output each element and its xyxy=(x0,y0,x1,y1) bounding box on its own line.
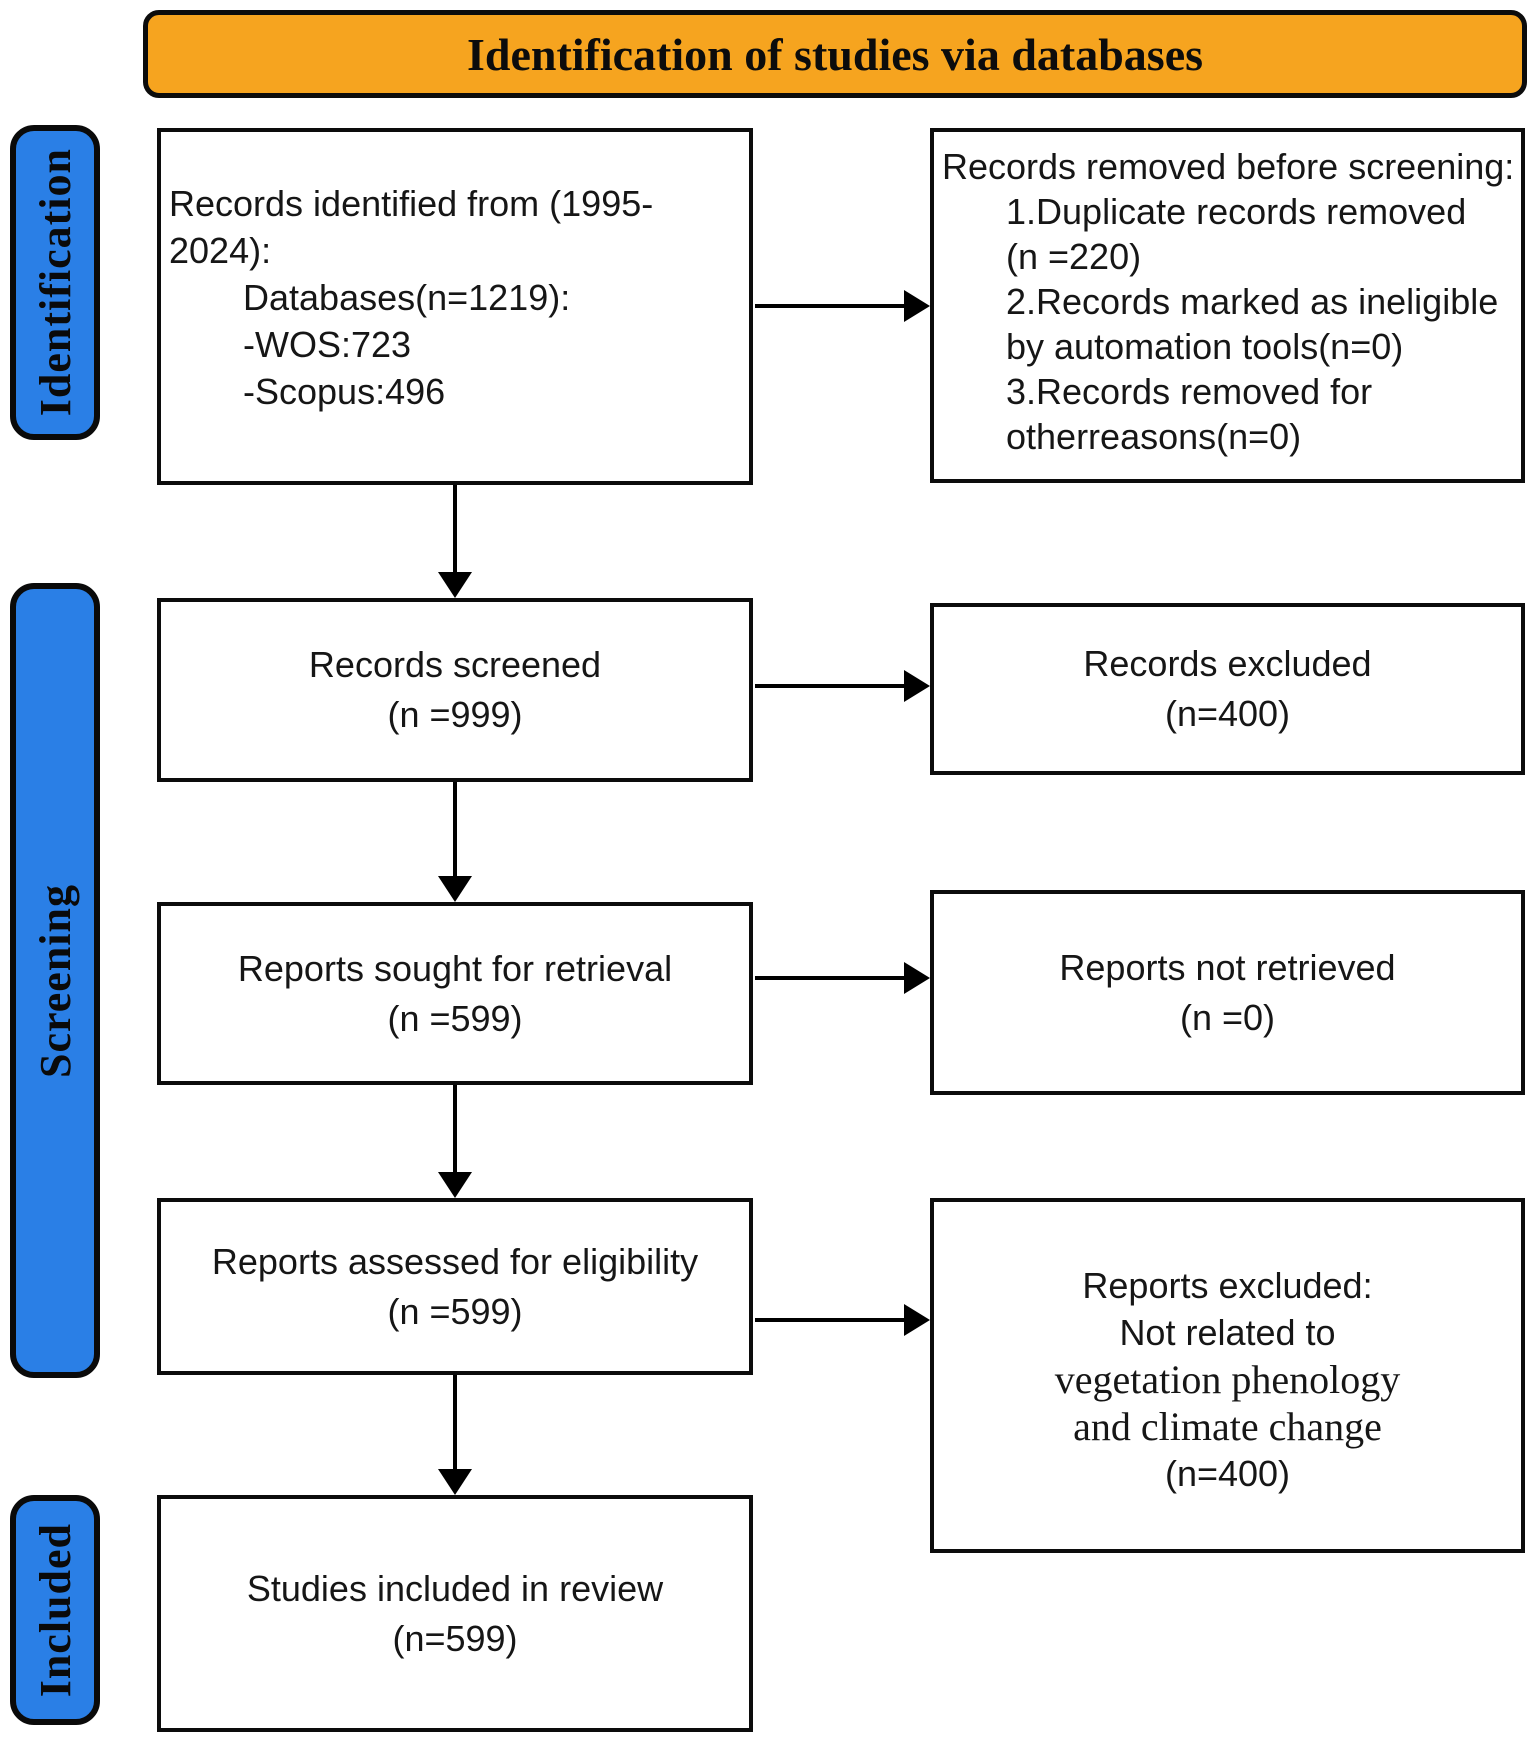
box-text-line: by automation tools(n=0) xyxy=(1006,326,1404,367)
box-text-line: Records removed before screening: xyxy=(942,146,1515,187)
box-text-line: Not related to xyxy=(1119,1312,1336,1353)
stage-label-identification: Identification xyxy=(30,148,80,417)
box-text-line: (n =220) xyxy=(1006,236,1142,277)
box-reports-not-retrieved: Reports not retrieved (n =0) xyxy=(930,890,1525,1095)
arrow-identified-to-screened xyxy=(453,485,457,574)
box-reports-assessed: Reports assessed for eligibility (n =599… xyxy=(157,1198,753,1375)
box-text-line: (n =0) xyxy=(1179,996,1276,1038)
box-text-line: Records identified from (1995-2024): xyxy=(169,183,654,271)
box-text-line: (n =599) xyxy=(387,1290,523,1332)
arrowhead-screened-to-excluded xyxy=(904,670,930,702)
box-text-line: Reports sought for retrieval xyxy=(237,947,673,989)
box-text-line: and climate change xyxy=(1073,1404,1382,1449)
banner-title-text: Identification of studies via databases xyxy=(466,28,1204,80)
arrow-assessed-to-reports-excluded xyxy=(755,1318,906,1322)
box-text-line: 1.Duplicate records removed xyxy=(1006,191,1467,232)
box-text-line: Databases(n=1219): xyxy=(243,277,571,318)
box-text-line: (n=400) xyxy=(1164,1453,1291,1494)
arrow-assessed-to-included xyxy=(453,1375,457,1471)
box-text-line: otherreasons(n=0) xyxy=(1006,416,1302,457)
stage-band-identification: Identification xyxy=(10,125,100,440)
box-text-line: Reports excluded: xyxy=(1082,1265,1373,1306)
stage-band-screening: Screening xyxy=(10,583,100,1378)
box-studies-included: Studies included in review (n=599) xyxy=(157,1495,753,1732)
stage-label-included: Included xyxy=(30,1522,80,1698)
box-text-line: 3.Records removed for xyxy=(1006,371,1373,412)
box-text-line: (n=400) xyxy=(1164,693,1291,734)
arrowhead-assessed-to-reports-excluded xyxy=(904,1304,930,1336)
box-text-line: (n=599) xyxy=(392,1617,518,1659)
box-text-line: (n =999) xyxy=(387,694,523,735)
arrowhead-screened-to-sought xyxy=(438,876,472,902)
box-reports-sought: Reports sought for retrieval (n =599) xyxy=(157,902,753,1085)
box-records-excluded: Records excluded (n=400) xyxy=(930,603,1525,775)
arrow-identified-to-removed xyxy=(755,304,906,308)
box-text-line: 2.Records marked as ineligible xyxy=(1006,281,1499,322)
box-text-line: Reports assessed for eligibility xyxy=(211,1240,699,1282)
stage-label-screening: Screening xyxy=(30,883,80,1078)
box-reports-excluded: Reports excluded: Not related to vegetat… xyxy=(930,1198,1525,1553)
box-records-removed-before-screening: Records removed before screening: 1.Dupl… xyxy=(930,128,1525,483)
box-records-screened: Records screened (n =999) xyxy=(157,598,753,782)
arrow-sought-to-not-retrieved xyxy=(755,976,906,980)
arrow-screened-to-sought xyxy=(453,782,457,878)
arrowhead-identified-to-screened xyxy=(438,572,472,598)
arrowhead-sought-to-not-retrieved xyxy=(904,962,930,994)
banner-title: Identification of studies via databases xyxy=(143,10,1527,98)
arrowhead-assessed-to-included xyxy=(438,1469,472,1495)
arrow-sought-to-assessed xyxy=(453,1085,457,1174)
box-text-line: Records excluded xyxy=(1083,643,1372,684)
arrow-screened-to-excluded xyxy=(755,684,906,688)
stage-band-included: Included xyxy=(10,1495,100,1725)
box-text-line: Studies included in review xyxy=(246,1567,664,1609)
box-text-line: -WOS:723 xyxy=(243,324,412,365)
box-text-line: (n =599) xyxy=(387,997,523,1039)
arrowhead-identified-to-removed xyxy=(904,290,930,322)
box-text-line: vegetation phenology xyxy=(1054,1357,1401,1402)
arrowhead-sought-to-assessed xyxy=(438,1172,472,1198)
box-text-line: Records screened xyxy=(308,644,602,685)
box-records-identified: Records identified from (1995-2024): Dat… xyxy=(157,128,753,485)
box-text-line: Reports not retrieved xyxy=(1059,946,1396,988)
box-text-line: -Scopus:496 xyxy=(243,371,446,412)
